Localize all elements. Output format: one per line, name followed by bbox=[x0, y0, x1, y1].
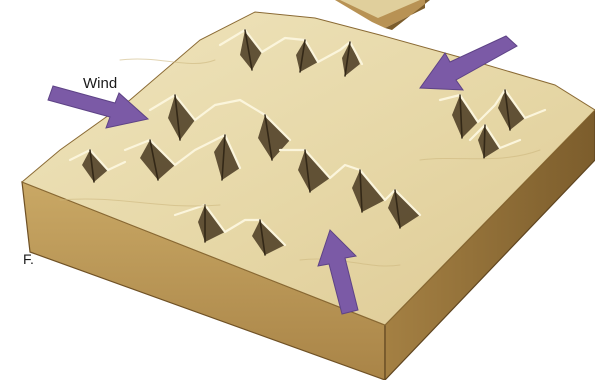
adjacent-block-fragment bbox=[335, 0, 430, 30]
panel-letter: F. bbox=[23, 251, 34, 267]
wind-arrow-left bbox=[48, 86, 148, 128]
wind-label: Wind bbox=[83, 75, 117, 92]
